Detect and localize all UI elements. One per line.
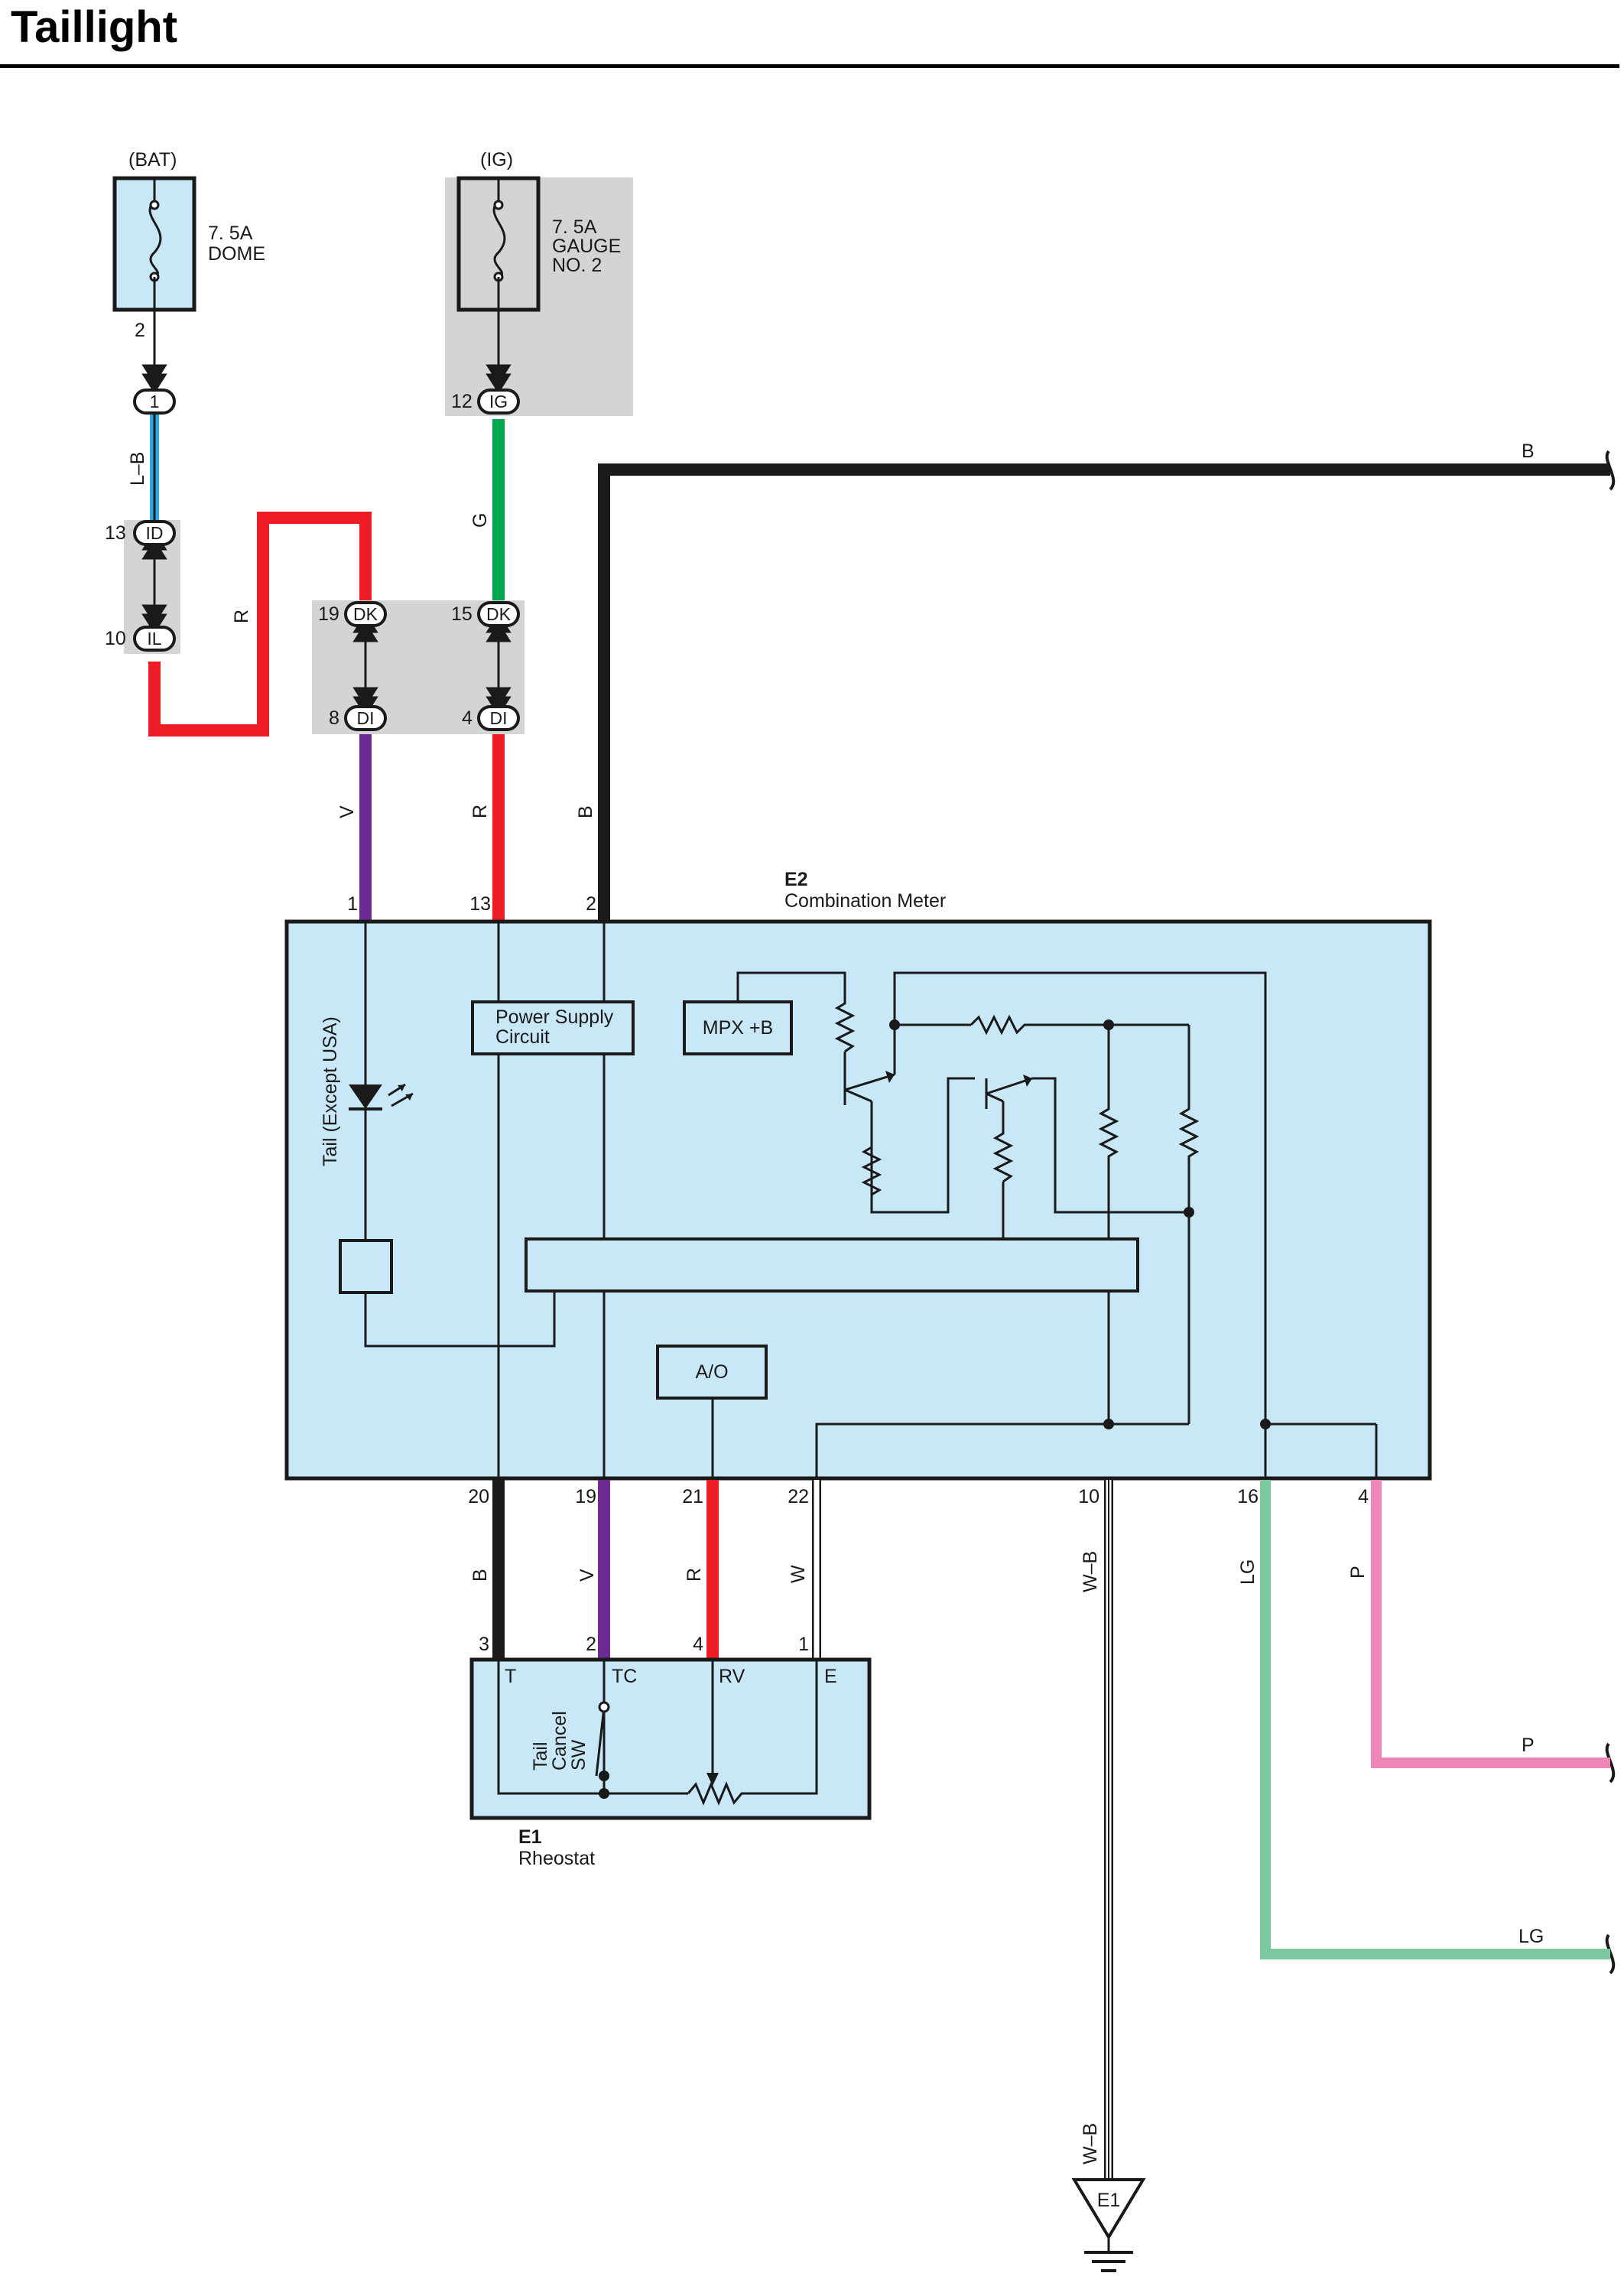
rheostat-pin-1: 1 bbox=[798, 1634, 809, 1655]
meter-pin-4: 4 bbox=[1358, 1486, 1369, 1507]
connector-1: 1 bbox=[150, 392, 160, 411]
gauge-fuse-rating: 7. 5A bbox=[552, 216, 597, 238]
power-supply-box bbox=[471, 1000, 635, 1055]
ao-box bbox=[656, 1345, 768, 1400]
title-rule bbox=[0, 64, 1619, 68]
dome-pin-2: 2 bbox=[135, 320, 145, 341]
wire-p bbox=[1371, 1480, 1610, 1768]
wire-code-p-right: P bbox=[1522, 1735, 1535, 1756]
tail-cancel-switch bbox=[595, 1701, 610, 1799]
connector-dk-15-num: 15 bbox=[451, 603, 473, 625]
logic-bar bbox=[525, 1237, 1139, 1293]
meter-pin-22: 22 bbox=[788, 1486, 809, 1507]
rheostat-internal bbox=[497, 1660, 818, 1806]
meter-pin-1: 1 bbox=[347, 893, 358, 915]
wire-code-g: G bbox=[469, 513, 491, 528]
dome-fuse bbox=[112, 176, 197, 312]
wire-code-r1: R bbox=[231, 610, 252, 623]
meter-name: Combination Meter bbox=[784, 890, 946, 912]
rheostat-box bbox=[469, 1657, 872, 1820]
power-supply-label-1: Power Supply bbox=[495, 1006, 614, 1028]
rheostat-name: Rheostat bbox=[518, 1848, 595, 1869]
dome-fuse-rating: 7. 5A bbox=[208, 223, 253, 244]
wire-code-b-right: B bbox=[1522, 441, 1535, 462]
tail-label: Tail (Except USA) bbox=[320, 1016, 341, 1166]
connector-di-4: DI bbox=[490, 708, 508, 728]
junction-dots bbox=[889, 1019, 1271, 1429]
meter-pin-19: 19 bbox=[575, 1486, 596, 1507]
gauge-fuse-name: GAUGE bbox=[552, 236, 621, 257]
connector-id-num: 13 bbox=[105, 522, 126, 544]
meter-id: E2 bbox=[784, 869, 808, 890]
gauge-fuse-number: NO. 2 bbox=[552, 255, 602, 276]
mpx-box bbox=[683, 1000, 793, 1055]
page-title: Taillight bbox=[11, 2, 178, 52]
break-marks bbox=[1605, 450, 1616, 1975]
wire-b-top bbox=[598, 463, 1610, 922]
wire-r-loop bbox=[148, 512, 372, 737]
wire-code-v1: V bbox=[336, 805, 358, 818]
switch-label-2: Cancel bbox=[549, 1711, 570, 1771]
rheostat-term-e: E bbox=[824, 1666, 837, 1687]
meter-pin-16: 16 bbox=[1237, 1486, 1259, 1507]
wire-code-lg-right: LG bbox=[1518, 1926, 1544, 1947]
connector-di-8-num: 8 bbox=[329, 707, 339, 729]
transistor-arrows bbox=[885, 1071, 1032, 1087]
connector-di-4-num: 4 bbox=[462, 707, 473, 729]
gauge-fuse bbox=[456, 176, 541, 312]
wire-code-v2: V bbox=[577, 1569, 598, 1582]
connector-dk-19: DK bbox=[353, 604, 378, 624]
wire-code-r2: R bbox=[469, 805, 491, 818]
resistors bbox=[834, 998, 1200, 1212]
connector-ig-num: 12 bbox=[451, 391, 473, 412]
connector-di-8: DI bbox=[357, 708, 375, 728]
rheostat-term-tc: TC bbox=[612, 1666, 637, 1687]
wire-code-wb2: W–B bbox=[1080, 2123, 1101, 2164]
rheostat-pin-4: 4 bbox=[693, 1634, 703, 1655]
tail-control-box bbox=[339, 1239, 393, 1294]
bat-label: (BAT) bbox=[128, 149, 177, 171]
rheostat-id: E1 bbox=[518, 1826, 542, 1848]
meter-pin-13: 13 bbox=[469, 893, 491, 915]
mpx-label: MPX +B bbox=[703, 1017, 773, 1039]
rheostat-pin-3: 3 bbox=[479, 1634, 489, 1655]
rheostat-wiper-arrow bbox=[706, 1773, 719, 1786]
switch-label-3: SW bbox=[568, 1739, 590, 1771]
power-supply-label-2: Circuit bbox=[495, 1026, 550, 1048]
rheostat-term-rv: RV bbox=[719, 1666, 745, 1687]
connector-dk-19-num: 19 bbox=[318, 603, 339, 625]
wire-code-b2: B bbox=[469, 1569, 491, 1582]
connector-dk-15: DK bbox=[486, 604, 512, 624]
wire-code-p: P bbox=[1347, 1566, 1369, 1579]
wire-code-lg: LG bbox=[1237, 1559, 1259, 1585]
meter-pin-21: 21 bbox=[682, 1486, 703, 1507]
rheostat-term-t: T bbox=[505, 1666, 516, 1687]
connector-pills bbox=[133, 389, 520, 731]
connector-il-num: 10 bbox=[105, 628, 126, 649]
wire-code-wb1: W–B bbox=[1080, 1551, 1101, 1592]
connector-id: ID bbox=[146, 523, 164, 543]
ground-symbol bbox=[1071, 2178, 1146, 2272]
transistors bbox=[843, 1073, 1033, 1140]
wire-code-w: W bbox=[788, 1565, 809, 1583]
dome-fuse-name: DOME bbox=[208, 243, 265, 265]
connector-il: IL bbox=[147, 629, 161, 649]
wire-code-r3: R bbox=[684, 1568, 705, 1582]
rheostat-pin-2: 2 bbox=[586, 1634, 596, 1655]
ground-label: E1 bbox=[1097, 2190, 1121, 2211]
meter-pin-10: 10 bbox=[1078, 1486, 1099, 1507]
meter-pin-20: 20 bbox=[468, 1486, 489, 1507]
wire-lg bbox=[1260, 1480, 1610, 1959]
combination-meter-box bbox=[284, 919, 1432, 1481]
connector-ig: IG bbox=[489, 392, 508, 411]
meter-pin-2: 2 bbox=[586, 893, 596, 915]
wire-code-lb: L–B bbox=[127, 452, 148, 486]
ig-label: (IG) bbox=[480, 149, 513, 171]
ao-label: A/O bbox=[695, 1361, 728, 1383]
switch-label-1: Tail bbox=[530, 1741, 551, 1771]
wire-code-b1: B bbox=[575, 805, 596, 818]
tail-led bbox=[349, 1083, 414, 1110]
